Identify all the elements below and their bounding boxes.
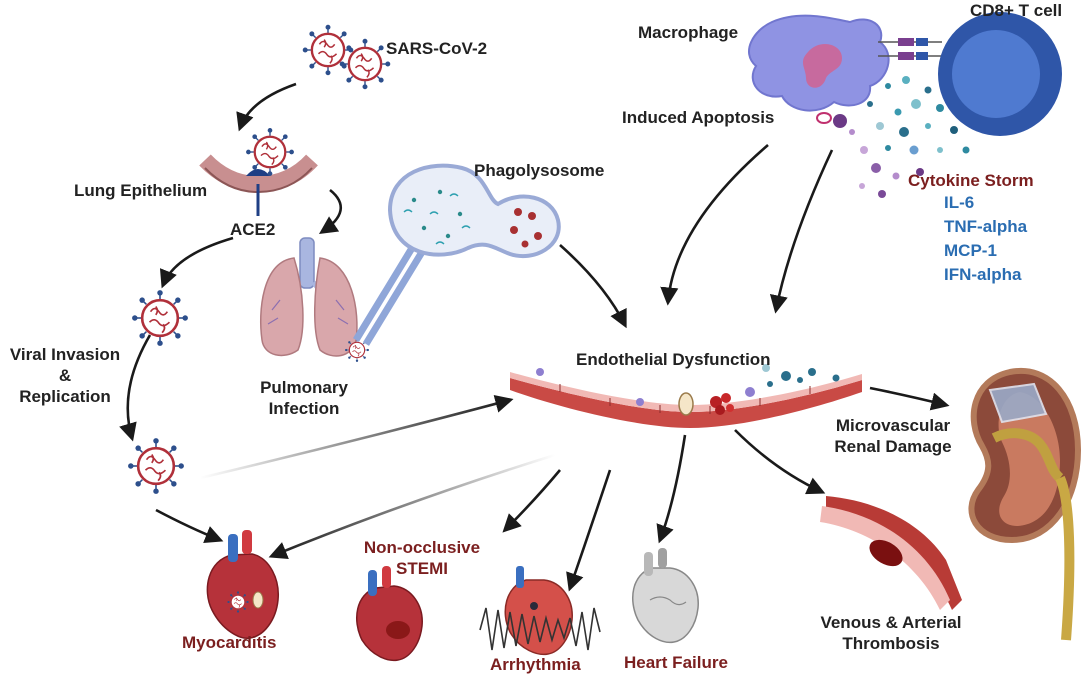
arrow-virus-to-endothelium bbox=[199, 394, 514, 480]
arrow-cytokine-to-endothelium bbox=[769, 149, 834, 314]
cytokine-storm-label: Cytokine Storm bbox=[908, 171, 1034, 190]
lung-epithelium-label: Lung Epithelium bbox=[74, 181, 208, 200]
virus-replicated-icon bbox=[126, 436, 186, 496]
lung-icon bbox=[259, 237, 370, 363]
cytokine-tnf-alpha: TNF-alpha bbox=[944, 217, 1028, 236]
blood-clot-icon bbox=[710, 393, 734, 415]
sars-cov-2-label: SARS-CoV-2 bbox=[386, 39, 488, 58]
arrow-apoptosis-to-endothelium bbox=[660, 144, 769, 306]
endothelium-vessel-icon bbox=[510, 364, 862, 428]
arrow-ace2-to-virus bbox=[159, 236, 234, 289]
cytokine-ifn-alpha: IFN-alpha bbox=[944, 265, 1022, 284]
arrhythmia-heart-icon bbox=[504, 566, 573, 656]
stemi-label: Non-occlusive STEMI bbox=[363, 538, 481, 578]
heart-failure-heart-icon bbox=[631, 548, 699, 644]
cd8-t-cell-label: CD8+ T cell bbox=[970, 1, 1063, 20]
flow-arrows bbox=[119, 82, 950, 592]
thrombosis-vessel-icon bbox=[820, 496, 962, 610]
cytokine-list: IL-6 TNF-alpha MCP-1 IFN-alpha bbox=[944, 192, 1027, 285]
cytokine-particles-icon bbox=[849, 76, 970, 198]
phagolysosome-label: Phagolysosome bbox=[474, 161, 605, 180]
t-cell-icon bbox=[938, 12, 1062, 136]
arrow-endothelium-to-arrhythmia bbox=[566, 469, 612, 592]
macrophage-icon bbox=[748, 14, 890, 112]
myocarditis-heart-icon bbox=[206, 530, 279, 639]
stemi-heart-icon bbox=[355, 566, 423, 662]
macrophage-label: Macrophage bbox=[638, 23, 739, 42]
heart-failure-label: Heart Failure bbox=[624, 653, 728, 672]
pulmonary-infection-label: Pulmonary Infection bbox=[260, 378, 348, 418]
arrow-endothelium-to-stemi bbox=[502, 469, 561, 533]
arrow-virus-to-myocarditis bbox=[155, 508, 224, 544]
sars-virus-icon bbox=[301, 23, 392, 91]
arrow-virus-to-replicated bbox=[119, 334, 152, 442]
thrombosis-label: Venous & Arterial Thrombosis bbox=[820, 613, 962, 653]
cytokine-il6: IL-6 bbox=[944, 193, 975, 212]
arrow-phagolysosome-to-endothelium bbox=[559, 244, 627, 329]
apoptosis-bead-icon bbox=[816, 112, 847, 128]
endothelial-dysfunction-label: Endothelial Dysfunction bbox=[576, 350, 771, 369]
cytokine-mcp1: MCP-1 bbox=[944, 241, 997, 260]
myocarditis-label: Myocarditis bbox=[182, 633, 277, 652]
arrow-endothelium-to-kidney bbox=[869, 386, 950, 411]
phagolysosome-icon bbox=[353, 163, 561, 346]
kidney-icon bbox=[968, 367, 1082, 641]
arrow-epithelium-to-lungs bbox=[318, 188, 342, 235]
lung-epithelium-icon bbox=[199, 126, 318, 216]
receptor-complex-icon bbox=[878, 38, 942, 60]
arrow-endothelium-to-myocarditis bbox=[268, 453, 556, 559]
induced-apoptosis-label: Induced Apoptosis bbox=[622, 108, 775, 127]
microvascular-renal-damage-label: Microvascular Renal Damage bbox=[834, 416, 952, 456]
arrow-endothelium-to-heart-failure bbox=[656, 434, 687, 544]
ace2-label: ACE2 bbox=[230, 220, 276, 239]
ecg-icon bbox=[479, 607, 601, 651]
viral-invasion-label: Viral Invasion & Replication bbox=[9, 345, 121, 406]
virus-invasion-icon bbox=[130, 288, 190, 348]
arrow-endothelium-to-thrombosis bbox=[734, 429, 826, 495]
arrow-sars-to-epithelium bbox=[236, 82, 297, 132]
arrhythmia-label: Arrhythmia bbox=[490, 655, 581, 674]
